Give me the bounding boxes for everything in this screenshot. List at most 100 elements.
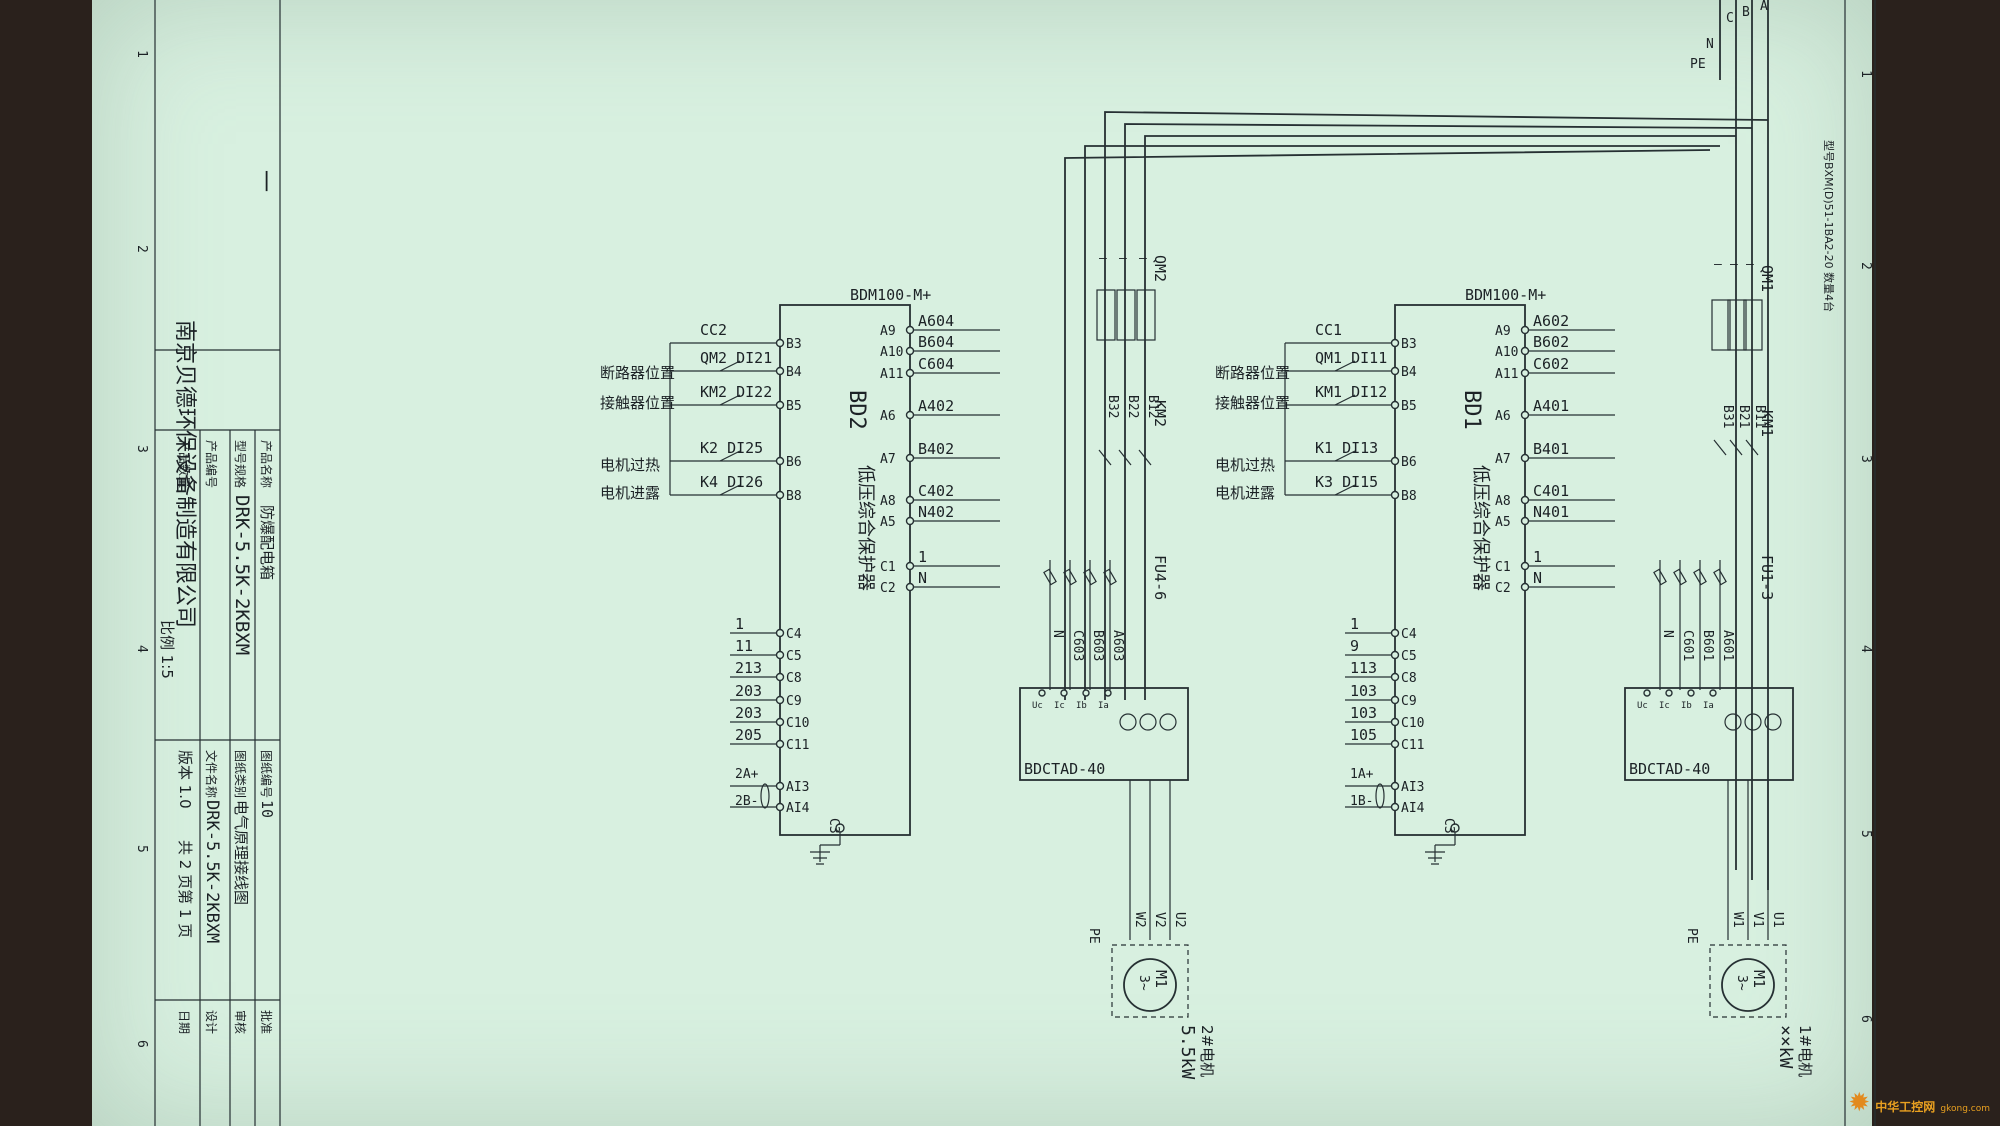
column-number: 4 xyxy=(134,645,149,653)
wire-label: 103 xyxy=(1350,682,1377,700)
pin-label: C1 xyxy=(1495,560,1511,575)
terminal-pin xyxy=(905,453,915,463)
pin-label: A6 xyxy=(880,409,896,424)
terminal-pin xyxy=(1390,456,1400,466)
terminal-pin xyxy=(905,346,915,356)
pin-label: C5 xyxy=(786,649,802,664)
di-label: CC1 xyxy=(1315,321,1342,339)
analog-label: 1B- xyxy=(1350,794,1373,809)
company-name: 南京贝德环保设备制造有限公司 xyxy=(172,320,197,628)
wire-label: B602 xyxy=(1533,333,1569,351)
wire-label: 103 xyxy=(1350,704,1377,722)
fuse-symbol xyxy=(1673,568,1687,586)
bus-label-b: B xyxy=(1742,5,1750,20)
fuse-symbol xyxy=(1103,568,1117,586)
terminal-pin xyxy=(1390,802,1400,812)
terminal-pin xyxy=(1390,490,1400,500)
contact-switch xyxy=(1334,360,1356,372)
wire-label: A402 xyxy=(918,397,954,415)
wire-label: N xyxy=(1533,569,1542,587)
ground-symbol xyxy=(810,832,841,865)
column-number: 3 xyxy=(134,445,149,453)
bus-label-n: N xyxy=(1706,37,1714,52)
column-number: 3 xyxy=(1858,455,1873,463)
ct-coil xyxy=(1724,713,1742,731)
wire-label: N xyxy=(918,569,927,587)
column-number: 4 xyxy=(1858,645,1873,653)
breaker-trip-unit xyxy=(1096,289,1116,341)
motor-enclosure xyxy=(1111,944,1189,1018)
terminal-pin xyxy=(1520,561,1530,571)
pin-label: AI3 xyxy=(1401,780,1424,795)
pin-label: A5 xyxy=(880,515,896,530)
wire-label: A604 xyxy=(918,312,954,330)
di-label: QM2 DI21 xyxy=(700,349,772,367)
wire-label: A602 xyxy=(1533,312,1569,330)
motor-unit-1: BDM100-M+BD1低压综合保护器A9A602A10B602A11C602A… xyxy=(1215,257,1814,1077)
contact-switch xyxy=(719,484,741,496)
di-label: K2 DI25 xyxy=(700,439,763,457)
fuse-symbol xyxy=(1063,568,1077,586)
breaker-label: QM1 xyxy=(1758,265,1776,292)
file-name-label: 文件名称 xyxy=(204,750,219,798)
contactor-label: KM1 xyxy=(1758,410,1776,437)
terminal-pin xyxy=(1520,582,1530,592)
watermark-logo: ✹ 中华工控网 gkong.com xyxy=(1848,1088,1990,1118)
column-number: 6 xyxy=(134,1040,149,1048)
breaker-contact: — xyxy=(1746,257,1754,272)
pin-label: B4 xyxy=(1401,365,1417,380)
breaker-contact: — xyxy=(1139,251,1147,266)
b-line-label: B11 xyxy=(1752,405,1767,428)
pin-label: A8 xyxy=(1495,494,1511,509)
terminal-pin xyxy=(1520,495,1530,505)
contactor-contact xyxy=(1745,439,1759,456)
breaker-contact: — xyxy=(1099,251,1107,266)
pin-label: C2 xyxy=(1495,581,1511,596)
ground-symbol xyxy=(1425,832,1456,865)
ct-pin xyxy=(1060,689,1068,697)
pin-label: C1 xyxy=(880,560,896,575)
drawing-cat: 电气原理接线图 xyxy=(232,800,250,905)
terminal-pin xyxy=(905,582,915,592)
pin-label: C2 xyxy=(880,581,896,596)
terminal-pin xyxy=(905,561,915,571)
protector-name: 低压综合保护器 xyxy=(1470,465,1491,591)
quantity-label: 产品数量 xyxy=(177,440,192,488)
b-line-label: B12 xyxy=(1145,395,1160,418)
fuse-line-label: C601 xyxy=(1680,630,1695,661)
motor-v: V2 xyxy=(1152,912,1167,928)
terminal-pin xyxy=(1390,717,1400,727)
fuse-line-label: A603 xyxy=(1110,630,1125,661)
pin-label: C9 xyxy=(1401,694,1417,709)
product-name-label: 产品名称 xyxy=(259,440,274,488)
terminal-pin xyxy=(775,628,785,638)
fuse-symbol xyxy=(1693,568,1707,586)
terminal-pin xyxy=(775,650,785,660)
status-label: 电机进露 xyxy=(1215,484,1275,502)
fuse-line-label: N xyxy=(1660,630,1675,638)
ct-pin-label: Ib xyxy=(1681,701,1692,711)
terminal-pin xyxy=(1390,628,1400,638)
fuse-line-label: B601 xyxy=(1700,630,1715,661)
pin-label: B5 xyxy=(786,399,802,414)
contact-switch xyxy=(719,450,741,462)
column-number: 1 xyxy=(134,50,149,58)
wire-label: 1 xyxy=(918,548,927,566)
ct-pin xyxy=(1104,689,1112,697)
breaker-trip-unit xyxy=(1727,299,1747,351)
ct-pin xyxy=(1709,689,1717,697)
pin-label: A10 xyxy=(1495,345,1518,360)
contactor-label: KM2 xyxy=(1151,400,1169,427)
terminal-pin xyxy=(775,781,785,791)
wire-label: C402 xyxy=(918,482,954,500)
wire-label: 213 xyxy=(735,659,762,677)
protector-id: BD1 xyxy=(1459,390,1484,430)
wire-label: 1 xyxy=(1350,615,1359,633)
version: 版本 1.0 xyxy=(176,750,194,809)
fuse-line-label: A601 xyxy=(1720,630,1735,661)
ct-model: BDCTAD-40 xyxy=(1024,760,1105,778)
wire-label: 203 xyxy=(735,704,762,722)
motor-power: ××kW xyxy=(1775,1025,1796,1069)
column-number: 5 xyxy=(134,845,149,853)
